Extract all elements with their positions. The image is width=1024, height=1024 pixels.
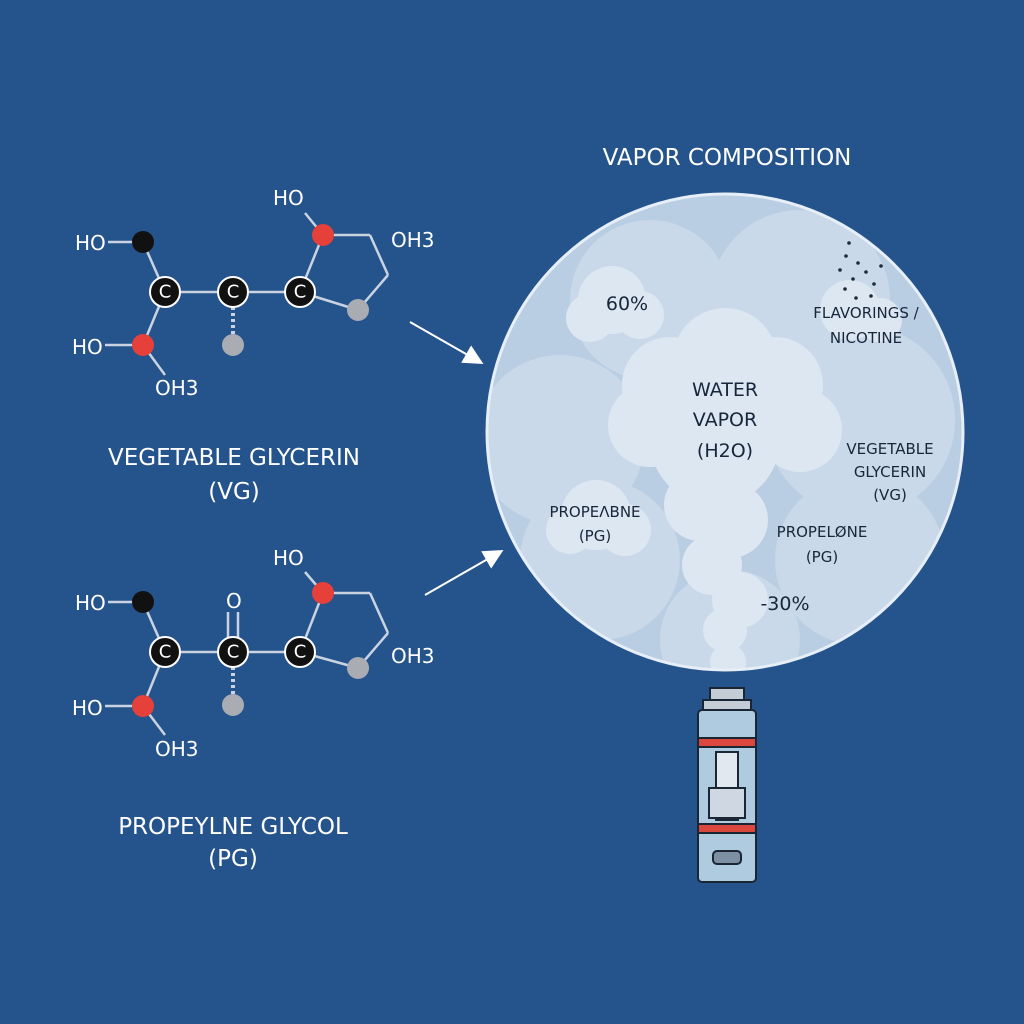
ho-label: HO	[75, 231, 106, 255]
label-pg-left-1: PROPEɅBNE	[549, 503, 640, 521]
label-vg-3: (VG)	[873, 486, 907, 504]
vg-name-line1: VEGETABLE GLYCERIN	[108, 445, 360, 471]
diagram-title: VAPOR COMPOSITION	[603, 145, 852, 171]
carbon-label: C	[227, 282, 240, 303]
ho-label: HO	[72, 335, 103, 359]
atom-red	[132, 334, 154, 356]
atom-red	[312, 582, 334, 604]
ho-label: HO	[273, 546, 304, 570]
arrow-pg-to-vapor	[424, 550, 504, 596]
pg-name-line2: (PG)	[208, 846, 258, 872]
label-flavorings: FLAVORINGS /	[813, 304, 919, 322]
vapor-circle	[485, 192, 965, 672]
carbon-atom	[284, 636, 316, 668]
label-vg-2: GLYCERIN	[854, 463, 926, 481]
carbon-label: C	[294, 642, 307, 663]
label-nicotine: NICOTINE	[830, 329, 902, 347]
label-pg-left-2: (PG)	[579, 527, 611, 545]
oh3-label: OH3	[391, 644, 435, 668]
arrow-vg-to-vapor	[409, 321, 484, 364]
atom-red	[312, 224, 334, 246]
carbon-atom	[149, 636, 181, 668]
label-water: WATER	[692, 379, 758, 401]
label-60-percent: 60%	[606, 293, 648, 315]
carbon-atom	[217, 636, 249, 668]
vape-device-icon	[697, 687, 757, 883]
carbon-atom	[217, 276, 249, 308]
ho-label: HO	[72, 696, 103, 720]
label-vapor: VAPOR	[693, 409, 757, 431]
ho-label: HO	[273, 186, 304, 210]
carbon-label: C	[294, 282, 307, 303]
ho-label: HO	[75, 591, 106, 615]
pg-molecule: C C C HO O HO HO OH3 OH3 PROPEYLNE GLYCO…	[72, 546, 435, 872]
label-30-percent: -30%	[760, 593, 809, 615]
atom-black	[132, 231, 154, 253]
carbon-label: C	[227, 642, 240, 663]
label-vg-1: VEGETABLE	[846, 440, 933, 458]
oh3-label: OH3	[155, 376, 199, 400]
oh3-label: OH3	[391, 228, 435, 252]
carbon-atom	[284, 276, 316, 308]
label-pg-right-2: (PG)	[806, 548, 838, 566]
atom-grey	[222, 334, 244, 356]
atom-grey	[222, 694, 244, 716]
vg-molecule: C C C HO HO HO OH3 OH3 VEGETABLE GLYCERI…	[72, 186, 435, 505]
pg-name-line1: PROPEYLNE GLYCOL	[118, 814, 348, 840]
o-label: O	[226, 589, 242, 613]
atom-red	[132, 695, 154, 717]
carbon-label: C	[159, 642, 172, 663]
carbon-label: C	[159, 282, 172, 303]
atom-black	[132, 591, 154, 613]
vg-name-line2: (VG)	[208, 479, 260, 505]
atom-grey	[347, 299, 369, 321]
carbon-atom	[149, 276, 181, 308]
label-pg-right-1: PROPELØNE	[777, 523, 868, 541]
oh3-label: OH3	[155, 737, 199, 761]
atom-grey	[347, 657, 369, 679]
label-h2o: (H2O)	[697, 440, 753, 462]
